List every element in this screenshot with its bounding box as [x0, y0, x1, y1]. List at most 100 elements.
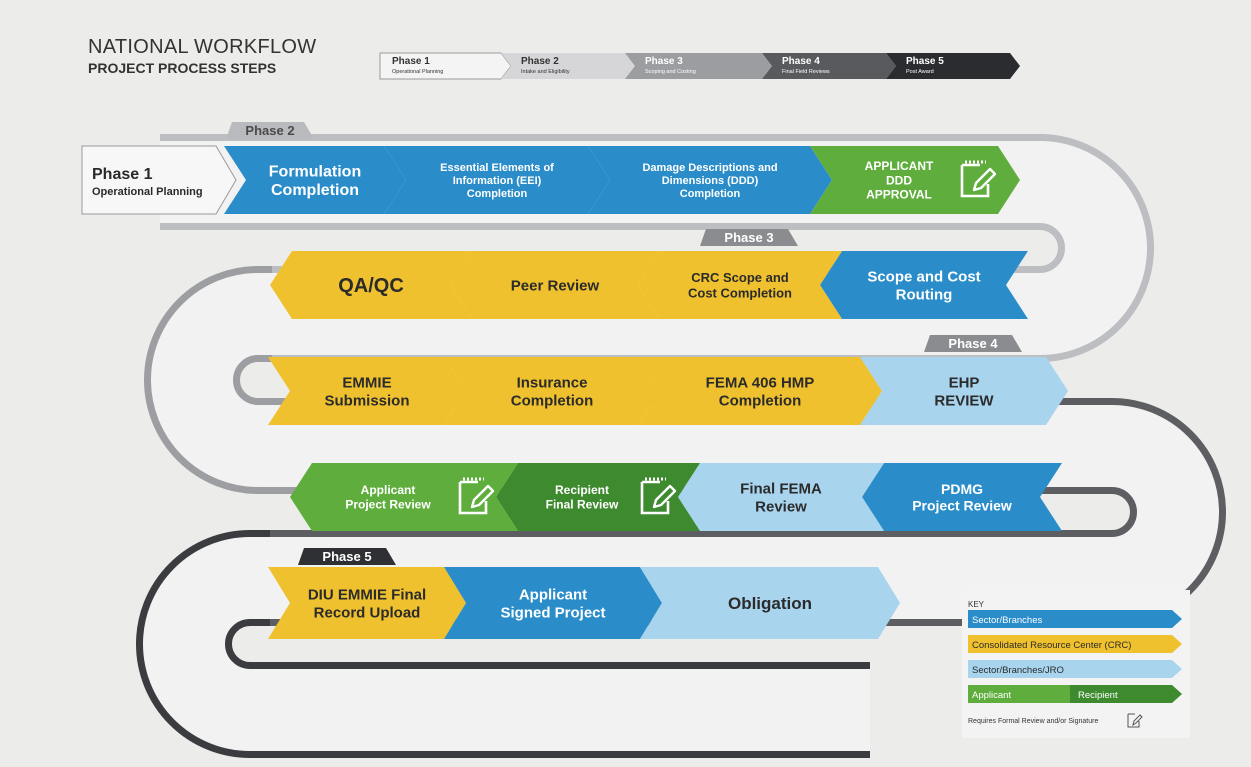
step-label-line: Final Review — [546, 497, 619, 511]
key-item-2: Consolidated Resource Center (CRC) — [968, 635, 1182, 653]
phase-tab-shape — [226, 122, 314, 139]
signature-icon — [640, 477, 677, 515]
step-label-line: Applicant — [361, 483, 416, 497]
step-chevron — [678, 463, 884, 531]
step-label-line: Damage Descriptions and — [642, 162, 777, 174]
key-swatch-recipient — [1070, 685, 1182, 703]
step-chevron — [450, 251, 660, 319]
step-chevron — [588, 146, 832, 214]
legend-phase-sub: Intake and Eligibility — [521, 69, 570, 75]
legend-chevron — [501, 53, 635, 79]
step-label-line: Insurance — [517, 375, 588, 392]
step-chevron — [862, 463, 1062, 531]
legend-phase-name: Phase 1 — [392, 56, 430, 67]
phase-tab-label: Phase 2 — [245, 123, 294, 138]
step-chevron — [638, 251, 842, 319]
phase-1-title: Phase 1 — [92, 166, 153, 183]
step-label-line: PDMG — [941, 481, 983, 497]
step-label-line: DDD — [886, 173, 912, 187]
pencil-icon — [652, 484, 677, 509]
step-chevron — [820, 251, 1028, 319]
key-label-2: Recipient — [1078, 690, 1118, 701]
phase-tab-label: Phase 4 — [948, 336, 998, 351]
phase-legend-bar: Phase 1 Operational Planning Phase 2Intake… — [379, 52, 1020, 80]
step-label-line: Applicant — [519, 587, 587, 604]
legend-phase-sub: Post Award — [906, 69, 934, 75]
key-swatch — [968, 660, 1182, 678]
title-line-2: PROJECT PROCESS STEPS — [88, 60, 277, 76]
track-inner-4 — [143, 537, 870, 751]
phase-1-subtitle: Operational Planning — [92, 186, 203, 198]
step-chevron — [268, 567, 466, 639]
legend-chevron — [886, 53, 1020, 79]
step-label-line: Dimensions (DDD) — [662, 175, 759, 187]
doc-outline — [640, 480, 670, 515]
diagram-title: NATIONAL WORKFLOW PROJECT PROCESS STEPS — [88, 36, 316, 76]
legend-phase-sub: Operational Planning — [392, 69, 443, 75]
phase-tab-label: Phase 5 — [322, 549, 371, 564]
step-label-line: Scope and Cost — [867, 269, 980, 286]
phase-tab-shape — [924, 335, 1022, 352]
phase-tab-3: Phase 3 — [700, 229, 798, 246]
step-label-line: DIU EMMIE Final — [308, 587, 426, 604]
step-chevron — [638, 357, 882, 425]
signature-icon — [960, 160, 997, 198]
step-label-line: REVIEW — [934, 392, 994, 409]
step-label-line: Peer Review — [511, 277, 600, 294]
step-chevron — [860, 357, 1068, 425]
step-label-line: Completion — [680, 188, 741, 200]
legend-phase-1: Phase 1 Operational Planning — [379, 52, 512, 80]
legend-phase-name: Phase 3 — [645, 56, 683, 67]
key-label: Applicant — [972, 690, 1011, 701]
step-label-line: APPLICANT — [865, 159, 934, 173]
phase-1-box: Phase 1 Operational Planning — [81, 145, 237, 215]
step-chevron — [268, 357, 466, 425]
step-label-line: Essential Elements of — [440, 162, 554, 174]
key-label: Sector/Branches/JRO — [972, 665, 1064, 676]
step-label-line: Cost Completion — [688, 285, 792, 300]
step-label-line: Completion — [511, 392, 594, 409]
track-inner-1 — [160, 141, 1147, 355]
step-chevron — [444, 357, 660, 425]
title-line-1: NATIONAL WORKFLOW — [88, 36, 317, 58]
key-doc-icon — [1127, 713, 1140, 728]
step-label-line: Completion — [271, 182, 359, 199]
phase-1-shape — [81, 145, 237, 215]
key-item-3: Sector/Branches/JRO — [968, 660, 1182, 678]
step-label-line: Information (EEI) — [453, 175, 542, 187]
serpentine-track — [136, 134, 1226, 758]
step-chevron — [384, 146, 610, 214]
step-label-line: FEMA 406 HMP — [706, 375, 815, 392]
step-7: Peer Review — [450, 251, 660, 319]
step-label-line: Signed Project — [500, 604, 605, 621]
step-chevron — [444, 567, 662, 639]
step-label-line: Final FEMA — [740, 481, 822, 498]
key-note: Requires Formal Review and/or Signature — [968, 718, 1098, 725]
phase-labels: Phase 2 Phase 3 Phase 4 Phase 5 — [226, 122, 1022, 565]
key-label: Sector/Branches — [972, 615, 1042, 626]
key-swatch — [968, 635, 1182, 653]
key-swatch-applicant — [968, 685, 1070, 703]
key-signature-icon — [1127, 713, 1143, 728]
phase-tab-2: Phase 2 — [226, 122, 314, 139]
track-inner-3 — [260, 405, 1219, 619]
step-label-line: Completion — [719, 392, 802, 409]
step-label-line: CRC Scope and — [691, 270, 789, 285]
key-item-4: Applicant Recipient — [968, 685, 1182, 703]
